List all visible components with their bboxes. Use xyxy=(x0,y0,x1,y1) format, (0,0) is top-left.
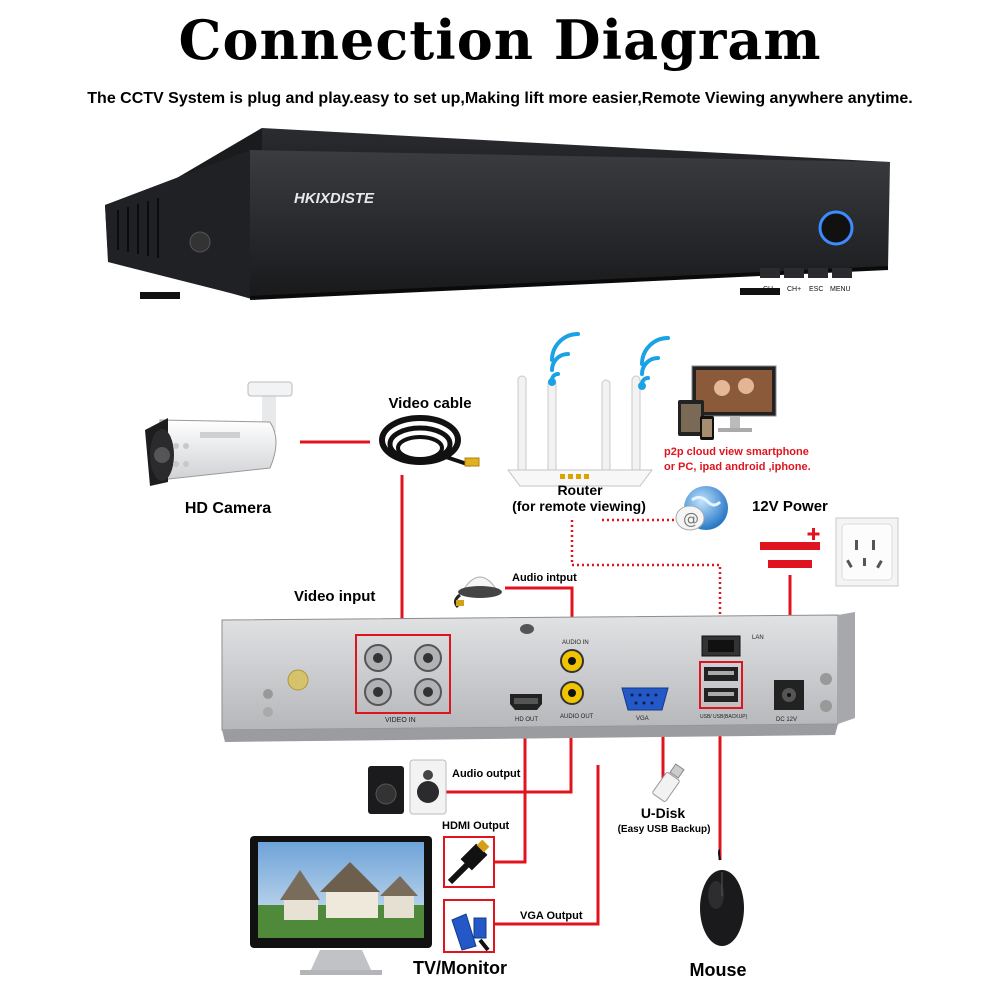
video-cable-image xyxy=(379,415,480,467)
audio-input-label: Audio intput xyxy=(512,572,577,584)
router-label: Router xyxy=(557,482,603,498)
lan-port xyxy=(701,635,741,657)
hdmi-port xyxy=(510,694,542,710)
video-cable-label: Video cable xyxy=(388,395,472,412)
hdmi-port-label: HD OUT xyxy=(515,717,538,723)
video-in-highlight-box xyxy=(355,634,451,714)
mouse-image xyxy=(700,849,744,946)
menu-button-label: MENU xyxy=(830,286,851,293)
audio-in-port xyxy=(560,649,584,673)
bnc-video-input-ports xyxy=(364,644,442,706)
page-subtitle: The CCTV System is plug and play.easy to… xyxy=(87,90,913,107)
wifi-icon xyxy=(638,336,670,390)
dvr-front-unit xyxy=(105,128,890,300)
audio-in-port-label: AUDIO IN xyxy=(562,640,589,646)
power-symbol-icon xyxy=(760,528,820,568)
dvr-back-panel xyxy=(221,612,855,742)
vga-port xyxy=(621,687,669,711)
usb-ports xyxy=(704,667,738,702)
power-label: 12V Power xyxy=(752,498,828,515)
mouse-label: Mouse xyxy=(689,960,747,980)
hdmi-output-label: HDMI Output xyxy=(442,820,510,832)
usb-disk-image xyxy=(652,763,685,802)
internet-globe-icon: @ xyxy=(675,486,728,531)
dvr-brand-logo: HKIXDISTE xyxy=(294,190,375,207)
svg-text:@: @ xyxy=(683,509,699,528)
tv-monitor-label: TV/Monitor xyxy=(413,958,507,978)
lan-port-label: LAN xyxy=(752,635,764,641)
ch-plus-button-label: CH+ xyxy=(787,286,801,293)
video-in-port-label: VIDEO IN xyxy=(385,717,416,724)
microphone-image xyxy=(453,576,502,609)
vga-cable-image xyxy=(451,913,490,952)
hdmi-cable-image xyxy=(447,839,490,885)
tv-monitor-image xyxy=(250,836,432,975)
audio-out-port-label: AUDIO OUT xyxy=(560,714,594,720)
esc-button-label: ESC xyxy=(809,286,823,293)
dc-port-label: DC 12V xyxy=(776,717,797,723)
router-image xyxy=(507,375,653,487)
p2p-devices-image xyxy=(678,365,777,440)
udisk-label: U-Disk xyxy=(640,805,686,821)
vga-port-label: VGA xyxy=(636,716,649,722)
page-title: Connection Diagram xyxy=(178,8,822,72)
audio-output-label: Audio output xyxy=(452,768,521,780)
power-socket-image xyxy=(835,517,899,587)
audio-out-port xyxy=(560,681,584,705)
wifi-icon xyxy=(548,332,580,386)
ch-minus-button-label: CH- xyxy=(763,286,776,293)
lan-network-line xyxy=(570,520,722,640)
vga-output-label: VGA Output xyxy=(520,910,583,922)
video-input-label: Video input xyxy=(294,588,376,605)
usb-port-label: USB/ USB(BACKUP) xyxy=(700,714,748,720)
speakers-image xyxy=(368,759,447,815)
hd-camera-label: HD Camera xyxy=(184,500,272,517)
router-sublabel: (for remote viewing) xyxy=(512,498,646,514)
hd-camera-image xyxy=(145,381,293,486)
p2p-label-line2: or PC, ipad android ,iphone. xyxy=(664,461,811,473)
p2p-label-line1: p2p cloud view smartphone xyxy=(664,446,809,458)
usb-highlight-box xyxy=(699,661,743,709)
dc-power-port xyxy=(774,680,804,710)
udisk-sublabel: (Easy USB Backup) xyxy=(617,824,711,835)
